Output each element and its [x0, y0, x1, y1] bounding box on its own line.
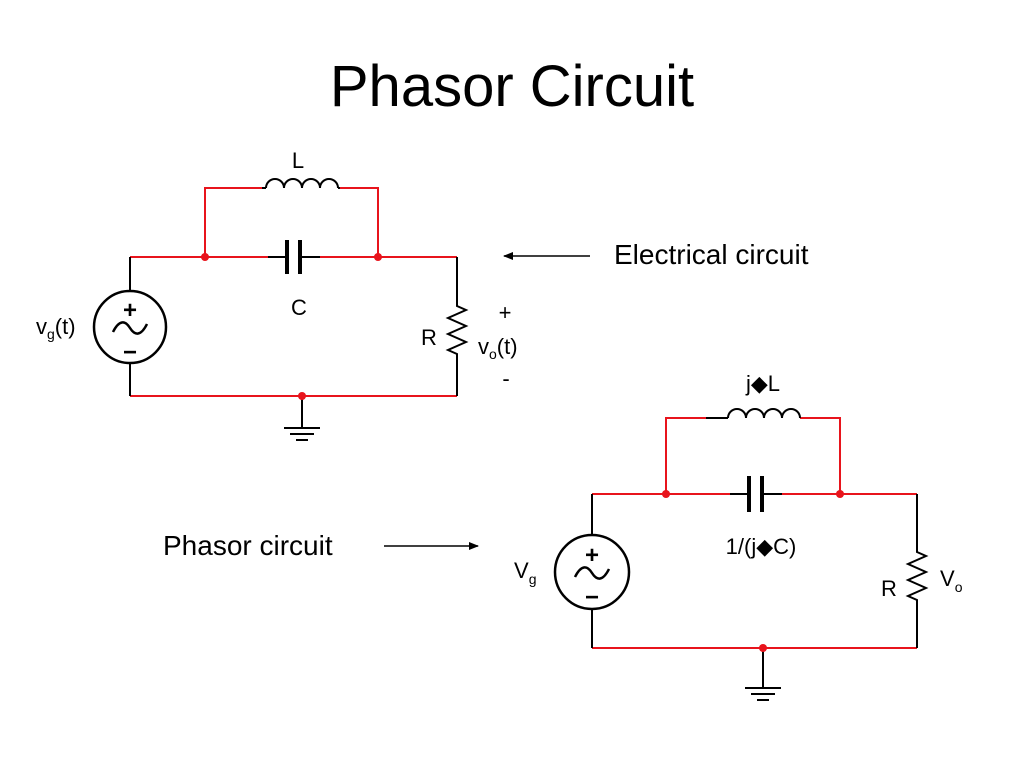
phasor-circuit: + − j◆L 1/(j◆C) R Vg Vo	[514, 371, 963, 701]
ac-voltage-source-icon: + −	[92, 289, 168, 366]
bottom-junction-nodes	[662, 490, 844, 652]
inductor-icon	[706, 408, 801, 419]
capacitor-impedance-label: 1/(j◆C)	[726, 534, 797, 559]
ac-voltage-source-icon: + −	[553, 533, 631, 611]
resistor-icon	[445, 292, 469, 365]
bottom-wire-upper-loop	[665, 417, 841, 494]
top-wire-upper-loop	[204, 187, 379, 257]
top-junction-nodes	[201, 253, 382, 400]
source-plus-sign: +	[123, 297, 137, 324]
ground-icon	[284, 396, 320, 441]
resistor-label: R	[421, 325, 437, 350]
resistor-label: R	[881, 576, 897, 601]
capacitor-label: C	[291, 295, 307, 320]
source-label: vg(t)	[36, 314, 76, 342]
ground-icon	[745, 648, 781, 701]
source-minus-sign: −	[123, 339, 137, 366]
source-minus-sign: −	[585, 584, 599, 611]
output-minus-sign: -	[502, 366, 509, 391]
capacitor-icon	[268, 240, 320, 274]
source-plus-sign: +	[585, 542, 599, 569]
inductor-impedance-label: j◆L	[745, 371, 780, 396]
inductor-label: L	[292, 148, 304, 173]
output-plus-sign: +	[499, 300, 512, 325]
source-phasor-label: Vg	[514, 558, 536, 587]
phasor-circuit-callout: Phasor circuit	[163, 530, 333, 561]
electrical-circuit: + − L C R vg(t) + vo(t) -	[36, 148, 518, 441]
capacitor-icon	[730, 476, 782, 512]
output-voltage-label: vo(t)	[478, 334, 518, 362]
inductor-icon	[262, 178, 340, 189]
slide-title: Phasor Circuit	[329, 54, 695, 119]
electrical-circuit-callout: Electrical circuit	[614, 239, 809, 270]
output-phasor-label: Vo	[940, 566, 963, 595]
resistor-icon	[905, 538, 929, 612]
